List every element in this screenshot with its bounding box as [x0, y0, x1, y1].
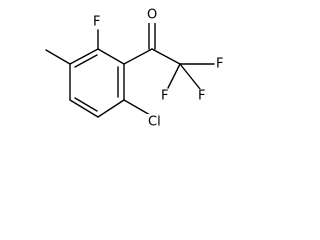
fluorine-ring-text: F [93, 15, 100, 30]
fluorine-cf3-right-text: F [216, 57, 223, 72]
atom-label-fluorine-ring: F [92, 14, 105, 30]
bond-carbonyl-cf3 [151, 48, 181, 65]
atom-label-oxygen: O [146, 8, 159, 23]
bond-ring-methyl [45, 49, 71, 65]
fluorine-cf3-left-text: F [161, 89, 168, 104]
fluorine-cf3-bottom-text: F [198, 89, 205, 104]
ring-double-bond-c4-c5 [74, 97, 98, 112]
benzene-ring [69, 48, 125, 118]
chemical-structure-diagram: F O F F F Cl [45, 7, 228, 130]
ring-double-bond-c2-c3 [74, 54, 98, 68]
atom-label-fluorine-cf3-left: F [160, 89, 173, 104]
atom-label-fluorine-cf3-right: F [215, 57, 228, 72]
ring-bond-c4-c5 [69, 99, 99, 118]
ring-bond-c2-c3 [69, 48, 99, 65]
bond-ring-carbonyl [123, 48, 153, 65]
oxygen-text: O [147, 8, 157, 23]
bond-cf3-fluorine-bottom [179, 63, 201, 90]
atom-label-chlorine: Cl [147, 114, 166, 130]
atom-label-fluorine-cf3-bottom: F [197, 89, 210, 104]
ring-bond-c5-c6 [97, 99, 125, 118]
bond-cf3-fluorine-left [167, 63, 181, 89]
chlorine-text: Cl [148, 115, 161, 130]
bond-ring-chlorine [123, 99, 151, 116]
ring-bond-c1-c2 [97, 48, 125, 65]
